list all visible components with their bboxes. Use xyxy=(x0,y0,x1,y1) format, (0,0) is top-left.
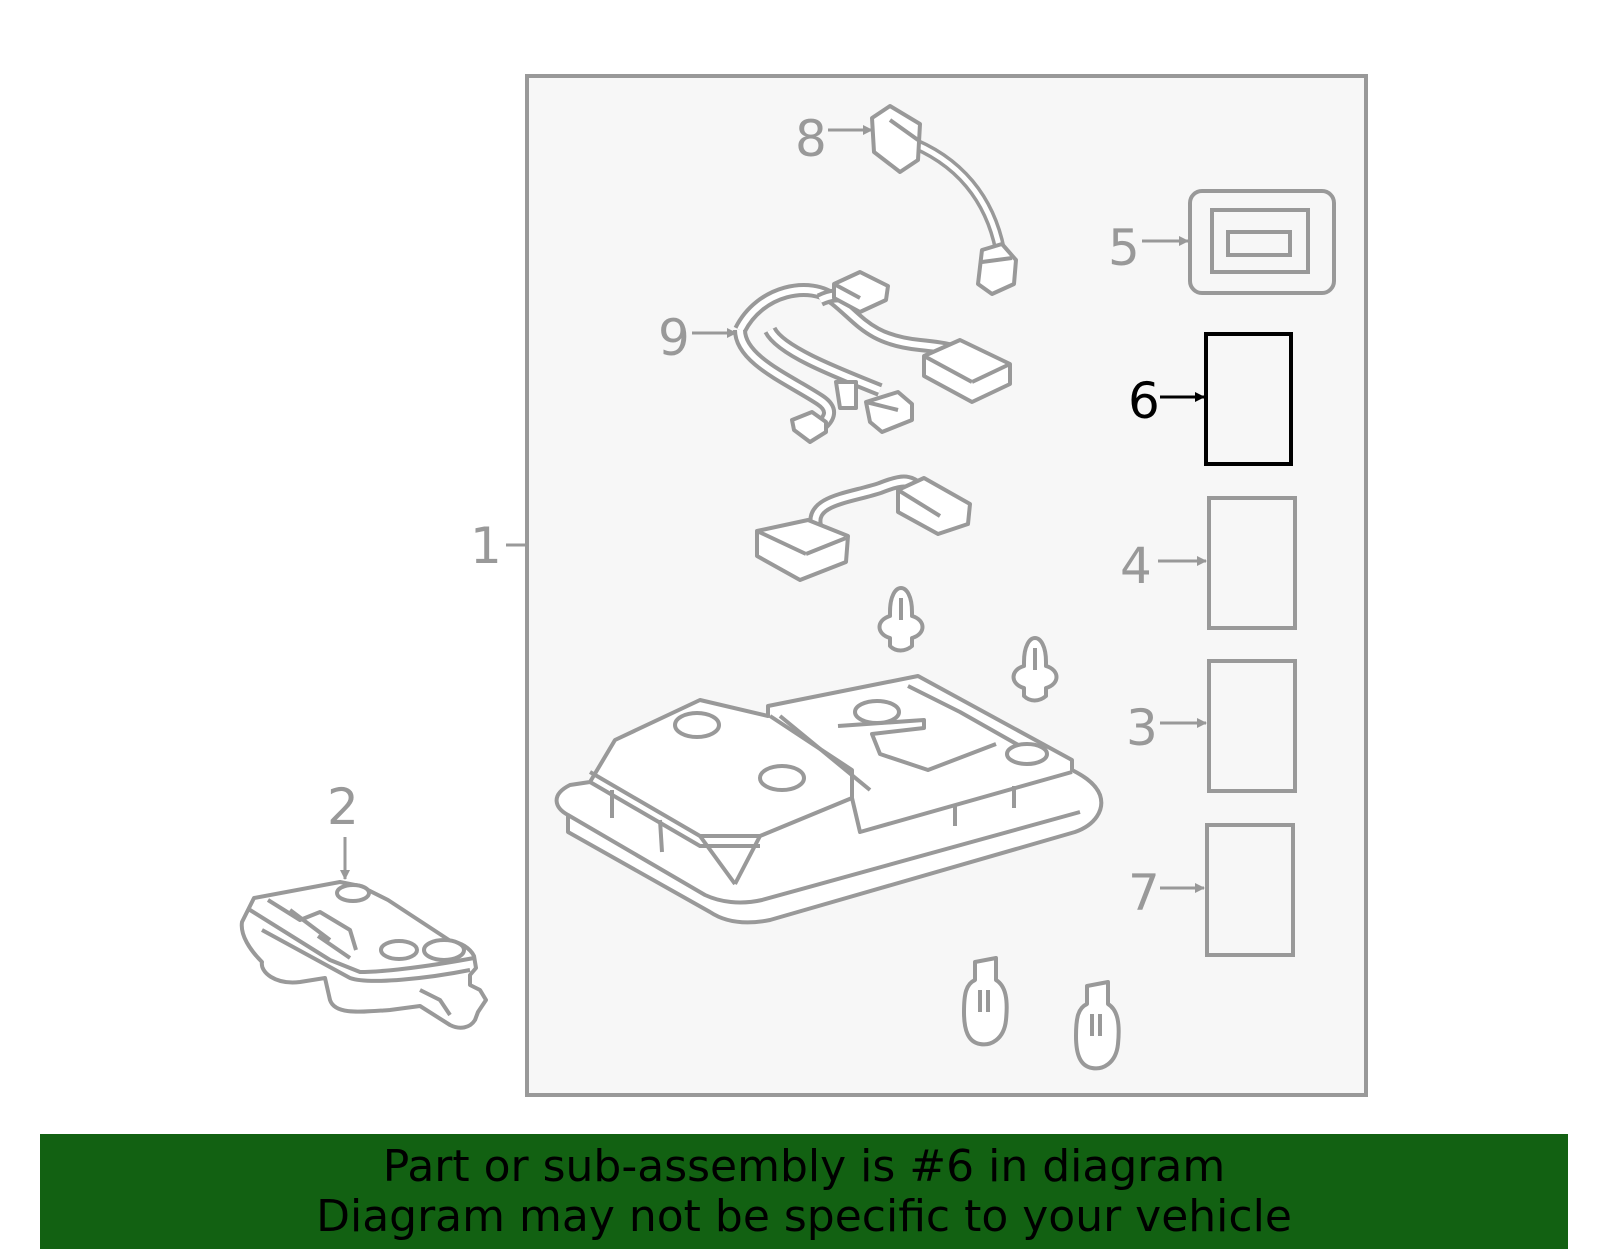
wedge-bulb-left xyxy=(962,956,1009,1047)
part-9-wire-harness[interactable] xyxy=(733,270,1012,444)
callout-5: 5 xyxy=(1108,219,1189,277)
callout-7: 7 xyxy=(1128,864,1205,922)
callout-2: 2 xyxy=(327,778,359,880)
part-4-box[interactable] xyxy=(1207,496,1297,630)
callout-8: 8 xyxy=(795,110,873,168)
info-banner: Part or sub-assembly is #6 in diagram Di… xyxy=(40,1134,1568,1249)
wedge-bulb-right xyxy=(1074,980,1121,1071)
part-8-connector-wire[interactable] xyxy=(870,104,1018,296)
callout-6-label: 6 xyxy=(1128,372,1160,430)
bulb-socket-left xyxy=(877,586,925,653)
assembly-frame xyxy=(525,74,1368,1097)
callout-2-label: 2 xyxy=(327,778,359,836)
part-6-highlighted-box[interactable] xyxy=(1204,332,1293,466)
part-7-box[interactable] xyxy=(1205,823,1295,957)
callout-6: 6 xyxy=(1128,372,1205,430)
callout-5-label: 5 xyxy=(1108,219,1140,277)
bulb-socket-right xyxy=(1011,636,1059,703)
callout-8-label: 8 xyxy=(795,110,827,168)
callout-3: 3 xyxy=(1126,699,1207,757)
part-3-box[interactable] xyxy=(1207,659,1297,793)
callout-9-label: 9 xyxy=(658,309,690,367)
callout-9: 9 xyxy=(658,309,737,367)
callout-3-label: 3 xyxy=(1126,699,1158,757)
banner-line-1: Part or sub-assembly is #6 in diagram xyxy=(382,1141,1226,1192)
callout-4-label: 4 xyxy=(1120,537,1152,595)
callout-1: 1 xyxy=(470,517,527,575)
part-2-lamp-assembly[interactable] xyxy=(239,880,488,1030)
callout-7-label: 7 xyxy=(1128,864,1160,922)
callout-4: 4 xyxy=(1120,537,1207,595)
map-lamp-housing xyxy=(554,674,1104,925)
parts-diagram: 1 8 5 xyxy=(239,74,1368,1097)
sub-harness xyxy=(755,474,972,582)
callout-1-label: 1 xyxy=(470,517,502,575)
part-5-lens[interactable] xyxy=(1188,189,1336,295)
banner-line-2: Diagram may not be specific to your vehi… xyxy=(316,1191,1292,1242)
